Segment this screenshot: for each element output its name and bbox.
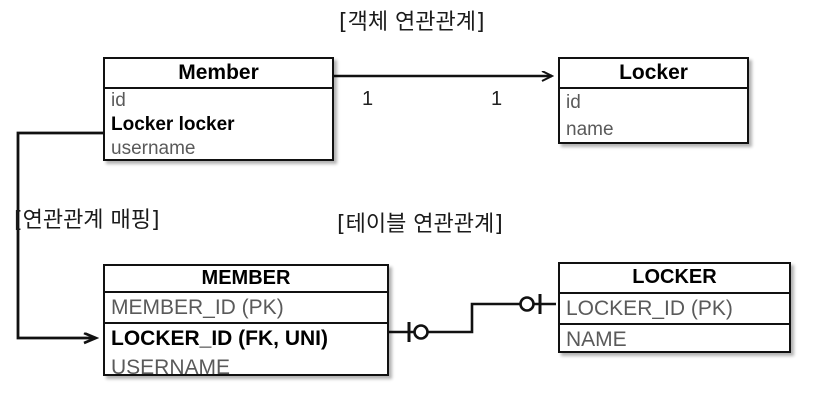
entity-locker-table-title: LOCKER: [560, 264, 789, 294]
entity-locker-class[interactable]: Locker id name: [558, 57, 749, 144]
table-relationship-line: [389, 294, 556, 342]
column-row: USERNAME: [111, 356, 231, 379]
multiplicity-target: 1: [491, 88, 503, 110]
entity-member-table[interactable]: MEMBER MEMBER_ID (PK) LOCKER_ID (FK, UNI…: [103, 264, 389, 379]
entity-member-table-keys: MEMBER_ID (PK): [105, 293, 387, 324]
entity-locker-class-title: Locker: [560, 59, 747, 89]
entity-locker-table[interactable]: LOCKER LOCKER_ID (PK) NAME: [558, 262, 791, 353]
mapping-arrow-line: [16, 131, 103, 338]
entity-member-class-attributes: id Locker locker username: [105, 89, 332, 161]
entity-member-class[interactable]: Member id Locker locker username: [103, 57, 334, 161]
column-row: LOCKER_ID (FK, UNI): [111, 327, 328, 350]
entity-member-table-columns: LOCKER_ID (FK, UNI) USERNAME: [105, 324, 387, 382]
caption-table-association: [테이블 연관관계]: [337, 212, 503, 237]
attribute-row: username: [111, 138, 196, 159]
caption-object-association: [객체 연관관계]: [339, 10, 485, 35]
caption-association-mapping: [연관관계 매핑]: [14, 208, 160, 233]
entity-member-table-title: MEMBER: [105, 266, 387, 293]
column-row: MEMBER_ID (PK): [111, 296, 284, 319]
multiplicity-source: 1: [362, 88, 374, 110]
attribute-row: id: [111, 90, 126, 111]
entity-locker-table-keys: LOCKER_ID (PK): [560, 294, 789, 325]
entity-locker-table-columns: NAME: [560, 325, 789, 354]
attribute-row: name: [566, 119, 614, 140]
entity-member-class-title: Member: [105, 59, 332, 89]
column-row: LOCKER_ID (PK): [566, 297, 733, 320]
attribute-row: id: [566, 92, 581, 113]
entity-locker-class-attributes: id name: [560, 89, 747, 143]
column-row: NAME: [566, 328, 627, 351]
attribute-row: Locker locker: [111, 114, 235, 135]
